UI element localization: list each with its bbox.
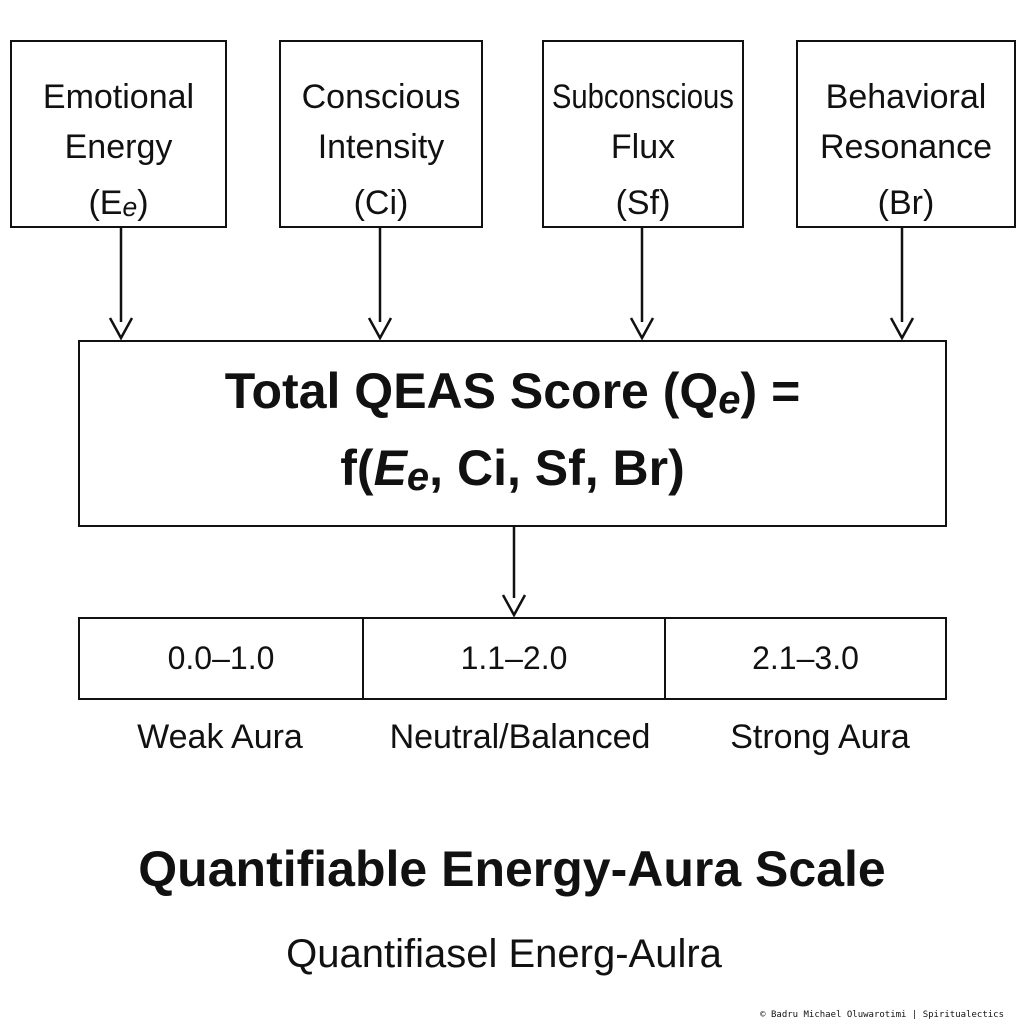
input-symbol: (Sf)	[615, 184, 671, 222]
input-box-conscious-intensity: Conscious Intensity (Ci)	[279, 40, 483, 228]
input-symbol: (Br)	[877, 184, 935, 222]
scale-range-neutral: 1.1–2.0	[364, 619, 666, 698]
input-symbol: (Ci)	[353, 184, 409, 222]
score-formula-line2: f(Ee, Ci, Sf, Br)	[340, 439, 685, 499]
input-box-behavioral-resonance: Behavioral Resonance (Br)	[796, 40, 1016, 228]
scale-label-neutral: Neutral/Balanced	[389, 718, 651, 756]
diagram-title: Quantifiable Energy-Aura Scale	[138, 841, 886, 897]
input-label-line2: Energy	[64, 128, 173, 166]
input-label-line1: Behavioral	[825, 78, 987, 116]
input-label-line1: Emotional	[42, 78, 195, 116]
input-label-line2: Resonance	[819, 128, 992, 166]
arrow-br-to-score	[889, 228, 915, 341]
arrow-score-to-scale	[501, 527, 527, 618]
arrow-ci-to-score	[367, 228, 393, 341]
input-box-emotional-energy: Emotional Energy (Ee)	[10, 40, 227, 228]
diagram-subtitle: Quantifiasel Energ-Aulra	[286, 932, 722, 976]
input-label-line2: Flux	[610, 128, 676, 166]
scale-table: 0.0–1.0 1.1–2.0 2.1–3.0	[78, 617, 947, 700]
score-formula-line1: Total QEAS Score (Qe) =	[224, 362, 801, 422]
input-label-line1: Conscious	[301, 78, 461, 116]
arrow-ee-to-score	[108, 228, 134, 341]
copyright-notice: © Badru Michael Oluwarotimi | Spirituale…	[760, 1010, 1004, 1020]
scale-label-weak: Weak Aura	[137, 718, 303, 756]
scale-range-weak: 0.0–1.0	[80, 619, 364, 698]
scale-label-strong: Strong Aura	[730, 718, 910, 756]
scale-range-strong: 2.1–3.0	[752, 640, 859, 676]
input-symbol: (Ee)	[88, 184, 149, 223]
input-label-line1: Subconscious	[551, 78, 735, 116]
input-box-subconscious-flux: Subconscious Flux (Sf)	[542, 40, 744, 228]
arrow-sf-to-score	[629, 228, 655, 341]
total-score-box: Total QEAS Score (Qe) = f(Ee, Ci, Sf, Br…	[78, 340, 947, 527]
input-label-line2: Intensity	[317, 128, 445, 166]
